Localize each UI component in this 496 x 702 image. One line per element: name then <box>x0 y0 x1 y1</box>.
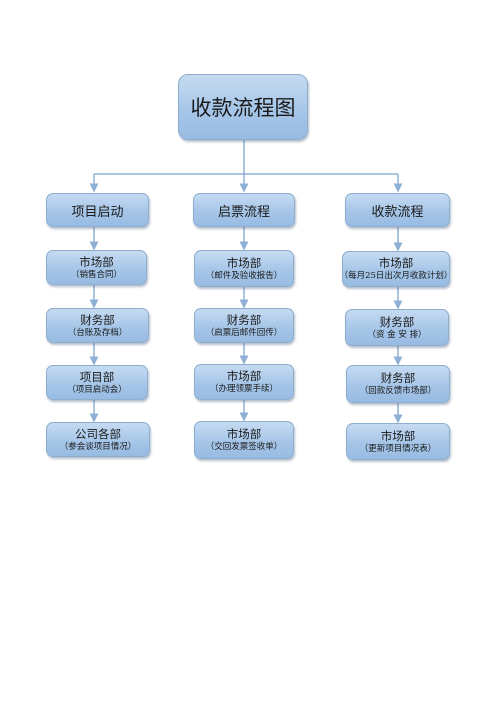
col2-step3-title: 市场部 <box>226 369 262 383</box>
col1-step2-title: 财务部 <box>80 312 115 327</box>
col2-step4-sub: （交回发票签收单） <box>205 442 283 452</box>
col3-step3-sub: （回款反馈市场部） <box>359 386 437 396</box>
col2-step4-title: 市场部 <box>226 427 262 441</box>
col3-step4-title: 市场部 <box>380 428 416 443</box>
header-project-start: 项目启动 <box>46 193 149 227</box>
col3-step2-title: 财务部 <box>379 314 415 329</box>
header-project-start-label: 项目启动 <box>71 204 124 220</box>
col1-step4-sub: （参会谈项目情况） <box>59 441 137 452</box>
col1-step2-sub: （台账及存档） <box>67 327 128 338</box>
col3-step2-box: 财务部 （资 金 安 排） <box>345 309 449 346</box>
col2-step2-sub: （启票后邮件回传） <box>205 327 283 338</box>
header-invoice-process: 启票流程 <box>193 193 295 227</box>
col1-step4-title: 公司各部 <box>75 426 121 441</box>
col3-step1-sub: （每月25日出次月收款计划） <box>339 271 453 281</box>
col1-step1-title: 市场部 <box>79 254 114 269</box>
col2-step3-sub: （办理领票手续） <box>209 384 278 394</box>
col2-step4-box: 市场部 （交回发票签收单） <box>194 421 294 459</box>
col3-step4-sub: （更新项目情况表） <box>359 443 437 454</box>
flowchart-title: 收款流程图 <box>178 74 308 140</box>
col3-step1-title: 市场部 <box>378 256 414 270</box>
col1-step3-box: 项目部 （项目启动会） <box>46 365 148 400</box>
col1-step1-box: 市场部 （销售合同） <box>46 250 147 285</box>
col1-step3-sub: （项目启动会） <box>67 384 127 395</box>
col3-step3-title: 财务部 <box>380 371 416 385</box>
col2-step2-box: 财务部 （启票后邮件回传） <box>194 308 294 343</box>
col3-step4-box: 市场部 （更新项目情况表） <box>346 423 450 460</box>
col1-step3-title: 项目部 <box>79 369 115 384</box>
header-collection-process: 收款流程 <box>345 193 450 227</box>
col3-step3-box: 财务部 （回款反馈市场部） <box>346 365 450 403</box>
col3-step1-box: 市场部 （每月25日出次月收款计划） <box>339 251 453 287</box>
col2-step1-box: 市场部 （邮件及验收报告） <box>194 250 294 287</box>
header-collection-process-label: 收款流程 <box>371 204 424 220</box>
col1-step4-box: 公司各部 （参会谈项目情况） <box>46 422 150 457</box>
flowchart-title-text: 收款流程图 <box>190 96 296 120</box>
col2-step3-box: 市场部 （办理领票手续） <box>194 364 294 400</box>
col3-step2-sub: （资 金 安 排） <box>367 329 427 340</box>
col1-step2-box: 财务部 （台账及存档） <box>46 308 149 343</box>
col2-step1-sub: （邮件及验收报告） <box>205 270 283 281</box>
header-invoice-process-label: 启票流程 <box>217 204 270 220</box>
col2-step1-title: 市场部 <box>226 255 262 270</box>
col2-step2-title: 财务部 <box>226 312 262 327</box>
col1-step1-sub: （销售合同） <box>70 269 122 280</box>
